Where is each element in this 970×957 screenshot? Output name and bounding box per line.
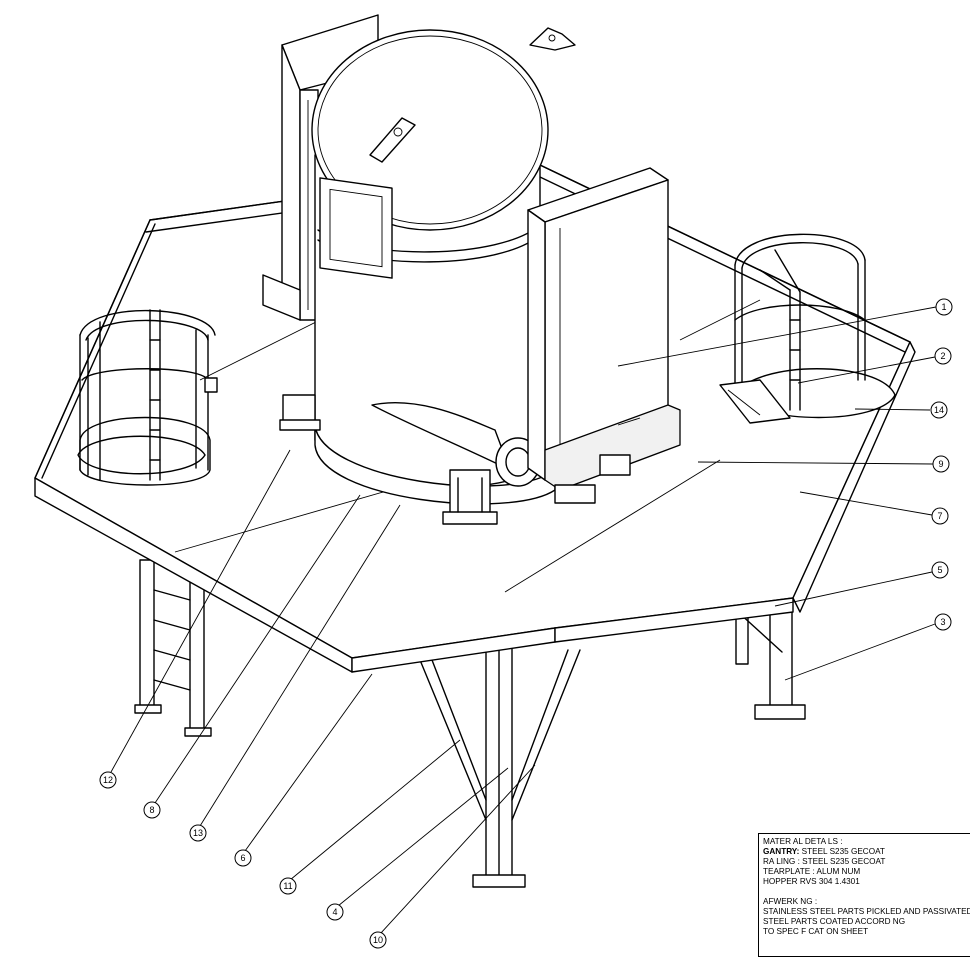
gantry-label: GANTRY: — [763, 847, 800, 856]
callout-label: 8 — [149, 805, 154, 815]
callout-label: 4 — [332, 907, 337, 917]
ladder-cage-left — [77, 309, 218, 486]
callout-label: 10 — [373, 935, 383, 945]
callout-label: 2 — [940, 351, 945, 361]
callout-13: 13 — [189, 824, 207, 842]
material-details-box: MATER AL DETA LS : GANTRY: STEEL S235 GE… — [758, 833, 970, 957]
callout-1: 1 — [935, 298, 953, 316]
callout-7: 7 — [931, 507, 949, 525]
support-legs — [134, 559, 806, 888]
callout-5: 5 — [931, 561, 949, 579]
tearplate-line: TEARPLATE : ALUM NUM — [763, 867, 861, 876]
gantry-value: STEEL S235 GECOAT — [799, 847, 885, 856]
callout-label: 11 — [283, 881, 292, 891]
afwerking-line-1: STAINLESS STEEL PARTS PICKLED AND PASSIV… — [763, 907, 970, 916]
callout-label: 9 — [938, 459, 943, 469]
afwerking-line-3: TO SPEC F CAT ON SHEET — [763, 927, 869, 936]
callout-12: 12 — [99, 771, 117, 789]
hopper-line: HOPPER RVS 304 1.4301 — [763, 877, 860, 886]
afwerking-heading: AFWERK NG : — [763, 897, 818, 906]
callout-label: 3 — [940, 617, 945, 627]
material-heading: MATER AL DETA LS : — [763, 837, 843, 846]
callout-6: 6 — [234, 849, 252, 867]
callout-label: 14 — [934, 405, 944, 415]
callout-11: 11 — [279, 877, 297, 895]
callout-3: 3 — [934, 613, 952, 631]
callout-10: 10 — [369, 931, 387, 949]
callout-label: 13 — [193, 828, 203, 838]
callout-4: 4 — [326, 903, 344, 921]
hopper-cylinder — [279, 27, 576, 525]
callout-label: 5 — [937, 565, 942, 575]
callout-2: 2 — [934, 347, 952, 365]
callout-8: 8 — [143, 801, 161, 819]
callout-label: 7 — [937, 511, 942, 521]
callout-label: 6 — [240, 853, 245, 863]
callout-14: 14 — [930, 401, 948, 419]
side-cabinet — [527, 167, 681, 504]
callout-label: 1 — [941, 302, 946, 312]
gantry-line: GANTRY: STEEL S235 GECOAT — [763, 847, 970, 857]
leader-lines — [110, 306, 937, 935]
afwerking-line-2: STEEL PARTS COATED ACCORD NG — [763, 917, 906, 926]
callout-9: 9 — [932, 455, 950, 473]
ladder-cage-right — [719, 233, 896, 424]
railing-line: RA LING : STEEL S235 GECOAT — [763, 857, 886, 866]
callout-label: 12 — [103, 775, 113, 785]
spacer — [763, 887, 970, 897]
